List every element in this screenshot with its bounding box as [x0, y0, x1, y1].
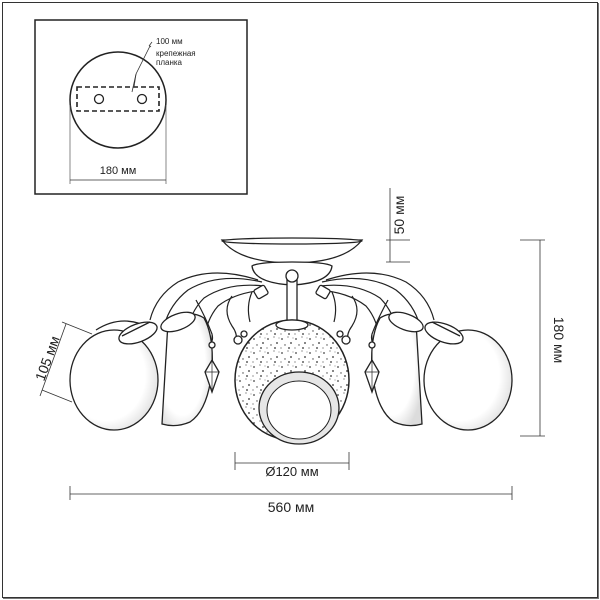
- arm-right-outer-inner: [321, 277, 421, 327]
- scroll-right-2: [346, 295, 358, 343]
- shade-height-ext-bottom: [41, 389, 73, 403]
- scroll-left-2: [226, 295, 238, 343]
- socket-right-small: [315, 284, 331, 300]
- screw-hole-left: [93, 93, 105, 105]
- bead-right: [336, 330, 351, 345]
- shade-right-back-rim: [388, 311, 424, 333]
- shade-left-front-globe: [69, 329, 159, 431]
- plank-leader-tick: [133, 73, 137, 88]
- center-diameter-label: Ø120 мм: [265, 464, 318, 479]
- plank-width-label: 100 мм: [156, 37, 183, 46]
- screw-hole-right: [136, 93, 148, 105]
- total-width-label: 560 мм: [268, 499, 315, 515]
- center-stem-cap: [285, 269, 299, 283]
- shade-right-front-globe: [423, 329, 513, 431]
- dimension-lines: [39, 188, 545, 500]
- base-diameter-label: 180 мм: [100, 165, 137, 177]
- center-stem: [286, 275, 298, 325]
- arm-left-outer-inner: [163, 277, 263, 327]
- crystal-pendant-left: [204, 334, 220, 394]
- shade-left-back-rim: [160, 311, 196, 333]
- socket-left-small: [253, 284, 269, 300]
- center-shade: [234, 319, 350, 445]
- plank-dimension-tick: [148, 41, 153, 47]
- plank-name-line1: крепежная: [156, 49, 196, 58]
- shade-right-front: [423, 321, 513, 431]
- plank-name-line2: планка: [156, 58, 183, 67]
- canopy-height-label: 50 мм: [391, 196, 407, 235]
- shade-height-ext-top: [61, 321, 93, 335]
- inset-panel: 100 мм крепежная планка 180 мм: [34, 19, 248, 195]
- shade-height-label: 105 мм: [32, 334, 63, 383]
- crystal-pendant-right: [364, 334, 380, 394]
- scroll-right-3: [331, 291, 337, 323]
- arm-right-outer: [325, 272, 435, 321]
- shade-right-front-rim: [424, 321, 464, 345]
- shade-left-front: [69, 320, 159, 431]
- ceiling-base-circle: [69, 51, 167, 149]
- canopy-rim: [221, 237, 363, 245]
- shade-height-dimension-line: [39, 323, 67, 397]
- mounting-plank-outline: [76, 86, 160, 112]
- arm-left-outer: [149, 272, 259, 321]
- shade-left-front-rim: [118, 321, 158, 345]
- shade-left-back: [160, 311, 213, 427]
- center-shade-collar: [275, 319, 309, 331]
- chandelier-drawing: [69, 237, 513, 445]
- bead-left: [233, 330, 248, 345]
- total-height-label: 180 мм: [551, 317, 567, 364]
- scroll-left-3: [247, 291, 253, 323]
- plank-leader-line: [131, 45, 152, 93]
- shade-right-back: [371, 311, 424, 427]
- center-shade-opening-inner: [266, 380, 332, 440]
